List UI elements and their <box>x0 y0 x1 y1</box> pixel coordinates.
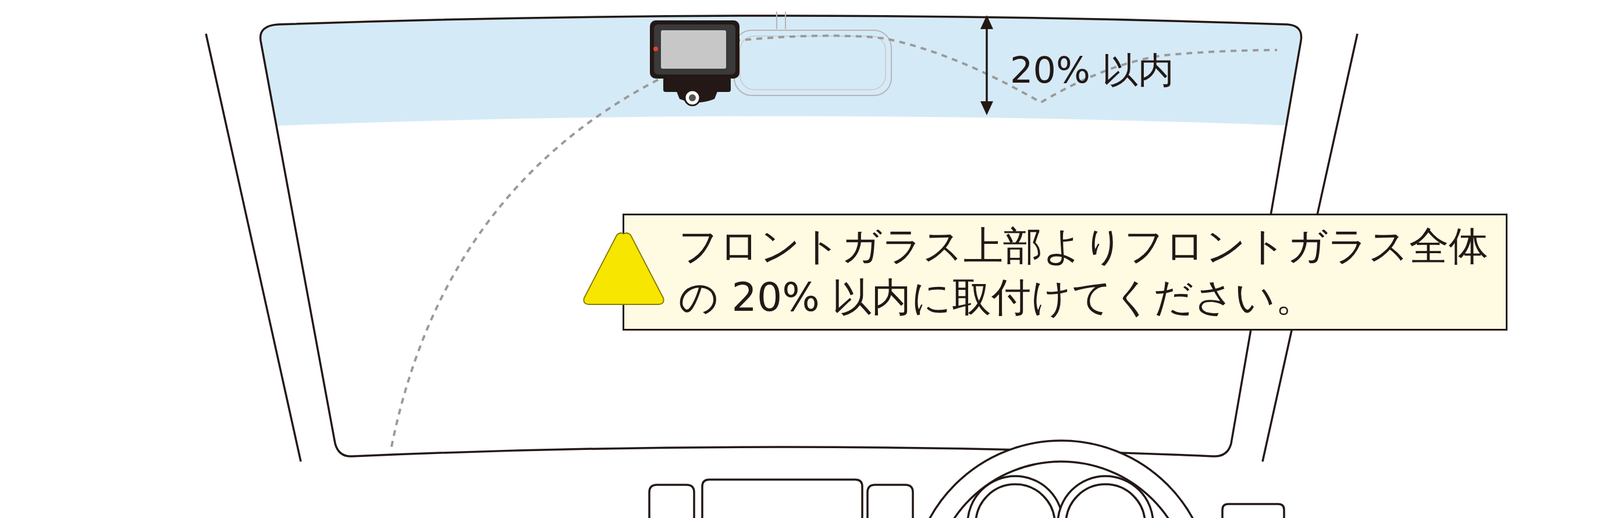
steering-wheel <box>911 440 1212 518</box>
vent <box>867 484 913 518</box>
gauge <box>1065 484 1146 518</box>
dimension-arrow <box>985 20 988 109</box>
dimension-label: 20% 以内 <box>1010 52 1175 89</box>
wiper-range-line <box>390 79 659 450</box>
dashboard <box>649 440 1285 518</box>
mirror-stem <box>784 11 787 30</box>
camera-screen <box>660 30 727 69</box>
gauge <box>975 484 1055 518</box>
vent <box>649 484 695 518</box>
warning-mark: ! <box>594 254 653 299</box>
center-display <box>702 479 863 518</box>
warning-text: フロントガラス上部よりフロントガラス全体の 20% 以内に取付けてください。 <box>678 220 1491 324</box>
gauge <box>1057 475 1154 518</box>
rear-view-mirror <box>740 36 886 90</box>
mirror-stem <box>776 11 778 30</box>
vent <box>1222 503 1285 518</box>
rear-view-mirror <box>734 30 892 96</box>
mounting-zone <box>232 0 1339 128</box>
dash-camera <box>653 24 736 75</box>
wiper-range-line <box>734 35 1278 103</box>
camera-lens <box>688 94 696 102</box>
gauge <box>967 475 1063 518</box>
dash-camera <box>649 20 740 79</box>
camera-lens <box>684 90 700 106</box>
steering-wheel <box>932 461 1191 518</box>
arrow-head <box>980 15 994 30</box>
warning-triangle <box>583 232 664 305</box>
arrow-head <box>980 101 994 116</box>
warning-box: フロントガラス上部よりフロントガラス全体の 20% 以内に取付けてください。 <box>622 213 1508 331</box>
camera-led <box>653 46 659 52</box>
